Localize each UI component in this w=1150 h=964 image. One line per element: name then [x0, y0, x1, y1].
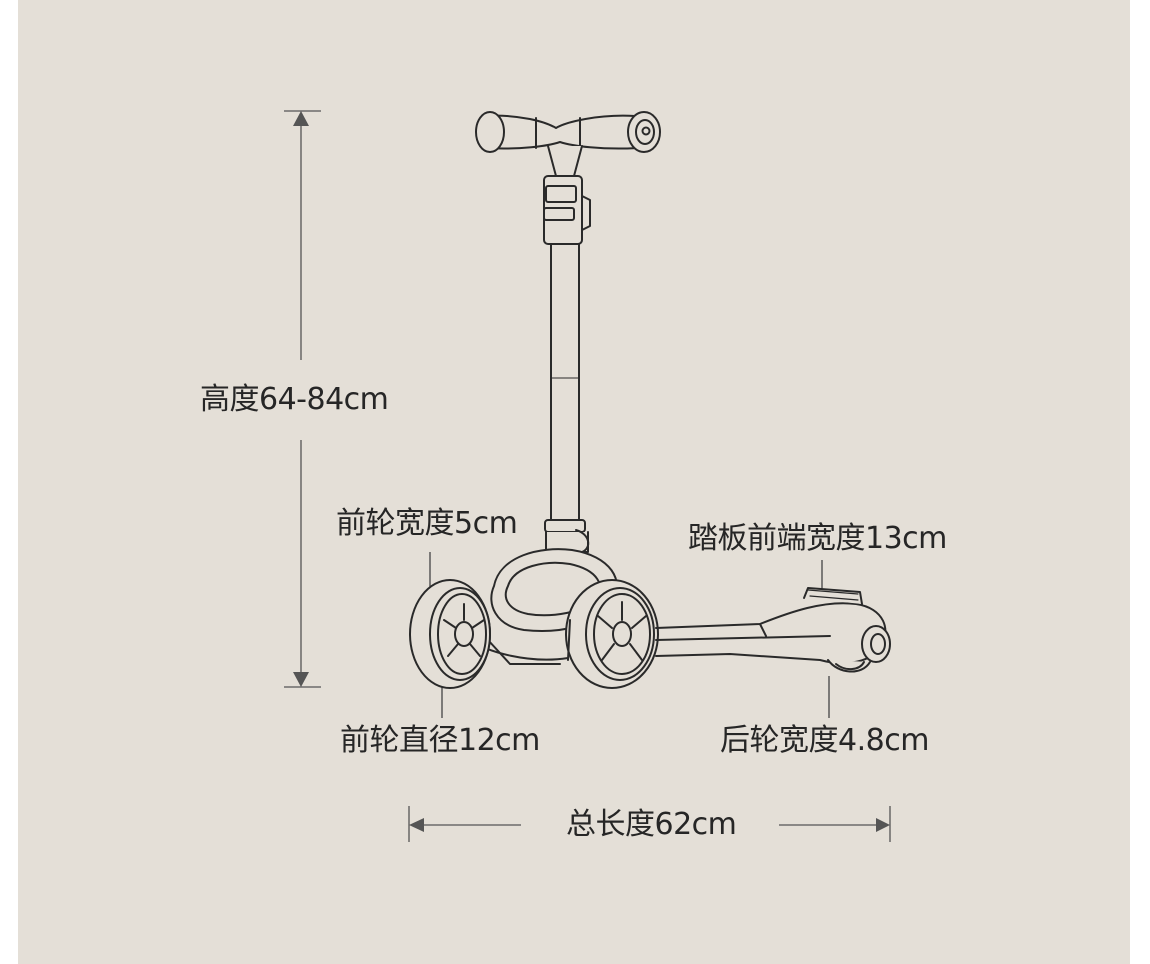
height-label: 高度64-84cm [200, 382, 389, 417]
scooter-illustration [409, 111, 891, 689]
height-dimension-line [284, 110, 321, 688]
total-length-label: 总长度62cm [566, 807, 737, 842]
handlebar [475, 111, 661, 177]
front-right-wheel [565, 579, 659, 689]
front-wheel-width-label: 前轮宽度5cm [336, 506, 518, 541]
deck-front-width-label: 踏板前端宽度13cm [688, 521, 947, 556]
front-wheel-diameter-label: 前轮直径12cm [340, 723, 540, 758]
deck [655, 587, 887, 665]
stem [544, 243, 590, 553]
stem-clamp [543, 175, 591, 245]
rear-wheel [827, 625, 891, 673]
rear-wheel-width-label: 后轮宽度4.8cm [720, 723, 929, 758]
front-left-wheel [409, 579, 491, 689]
total-length-dimension-line [408, 806, 891, 842]
